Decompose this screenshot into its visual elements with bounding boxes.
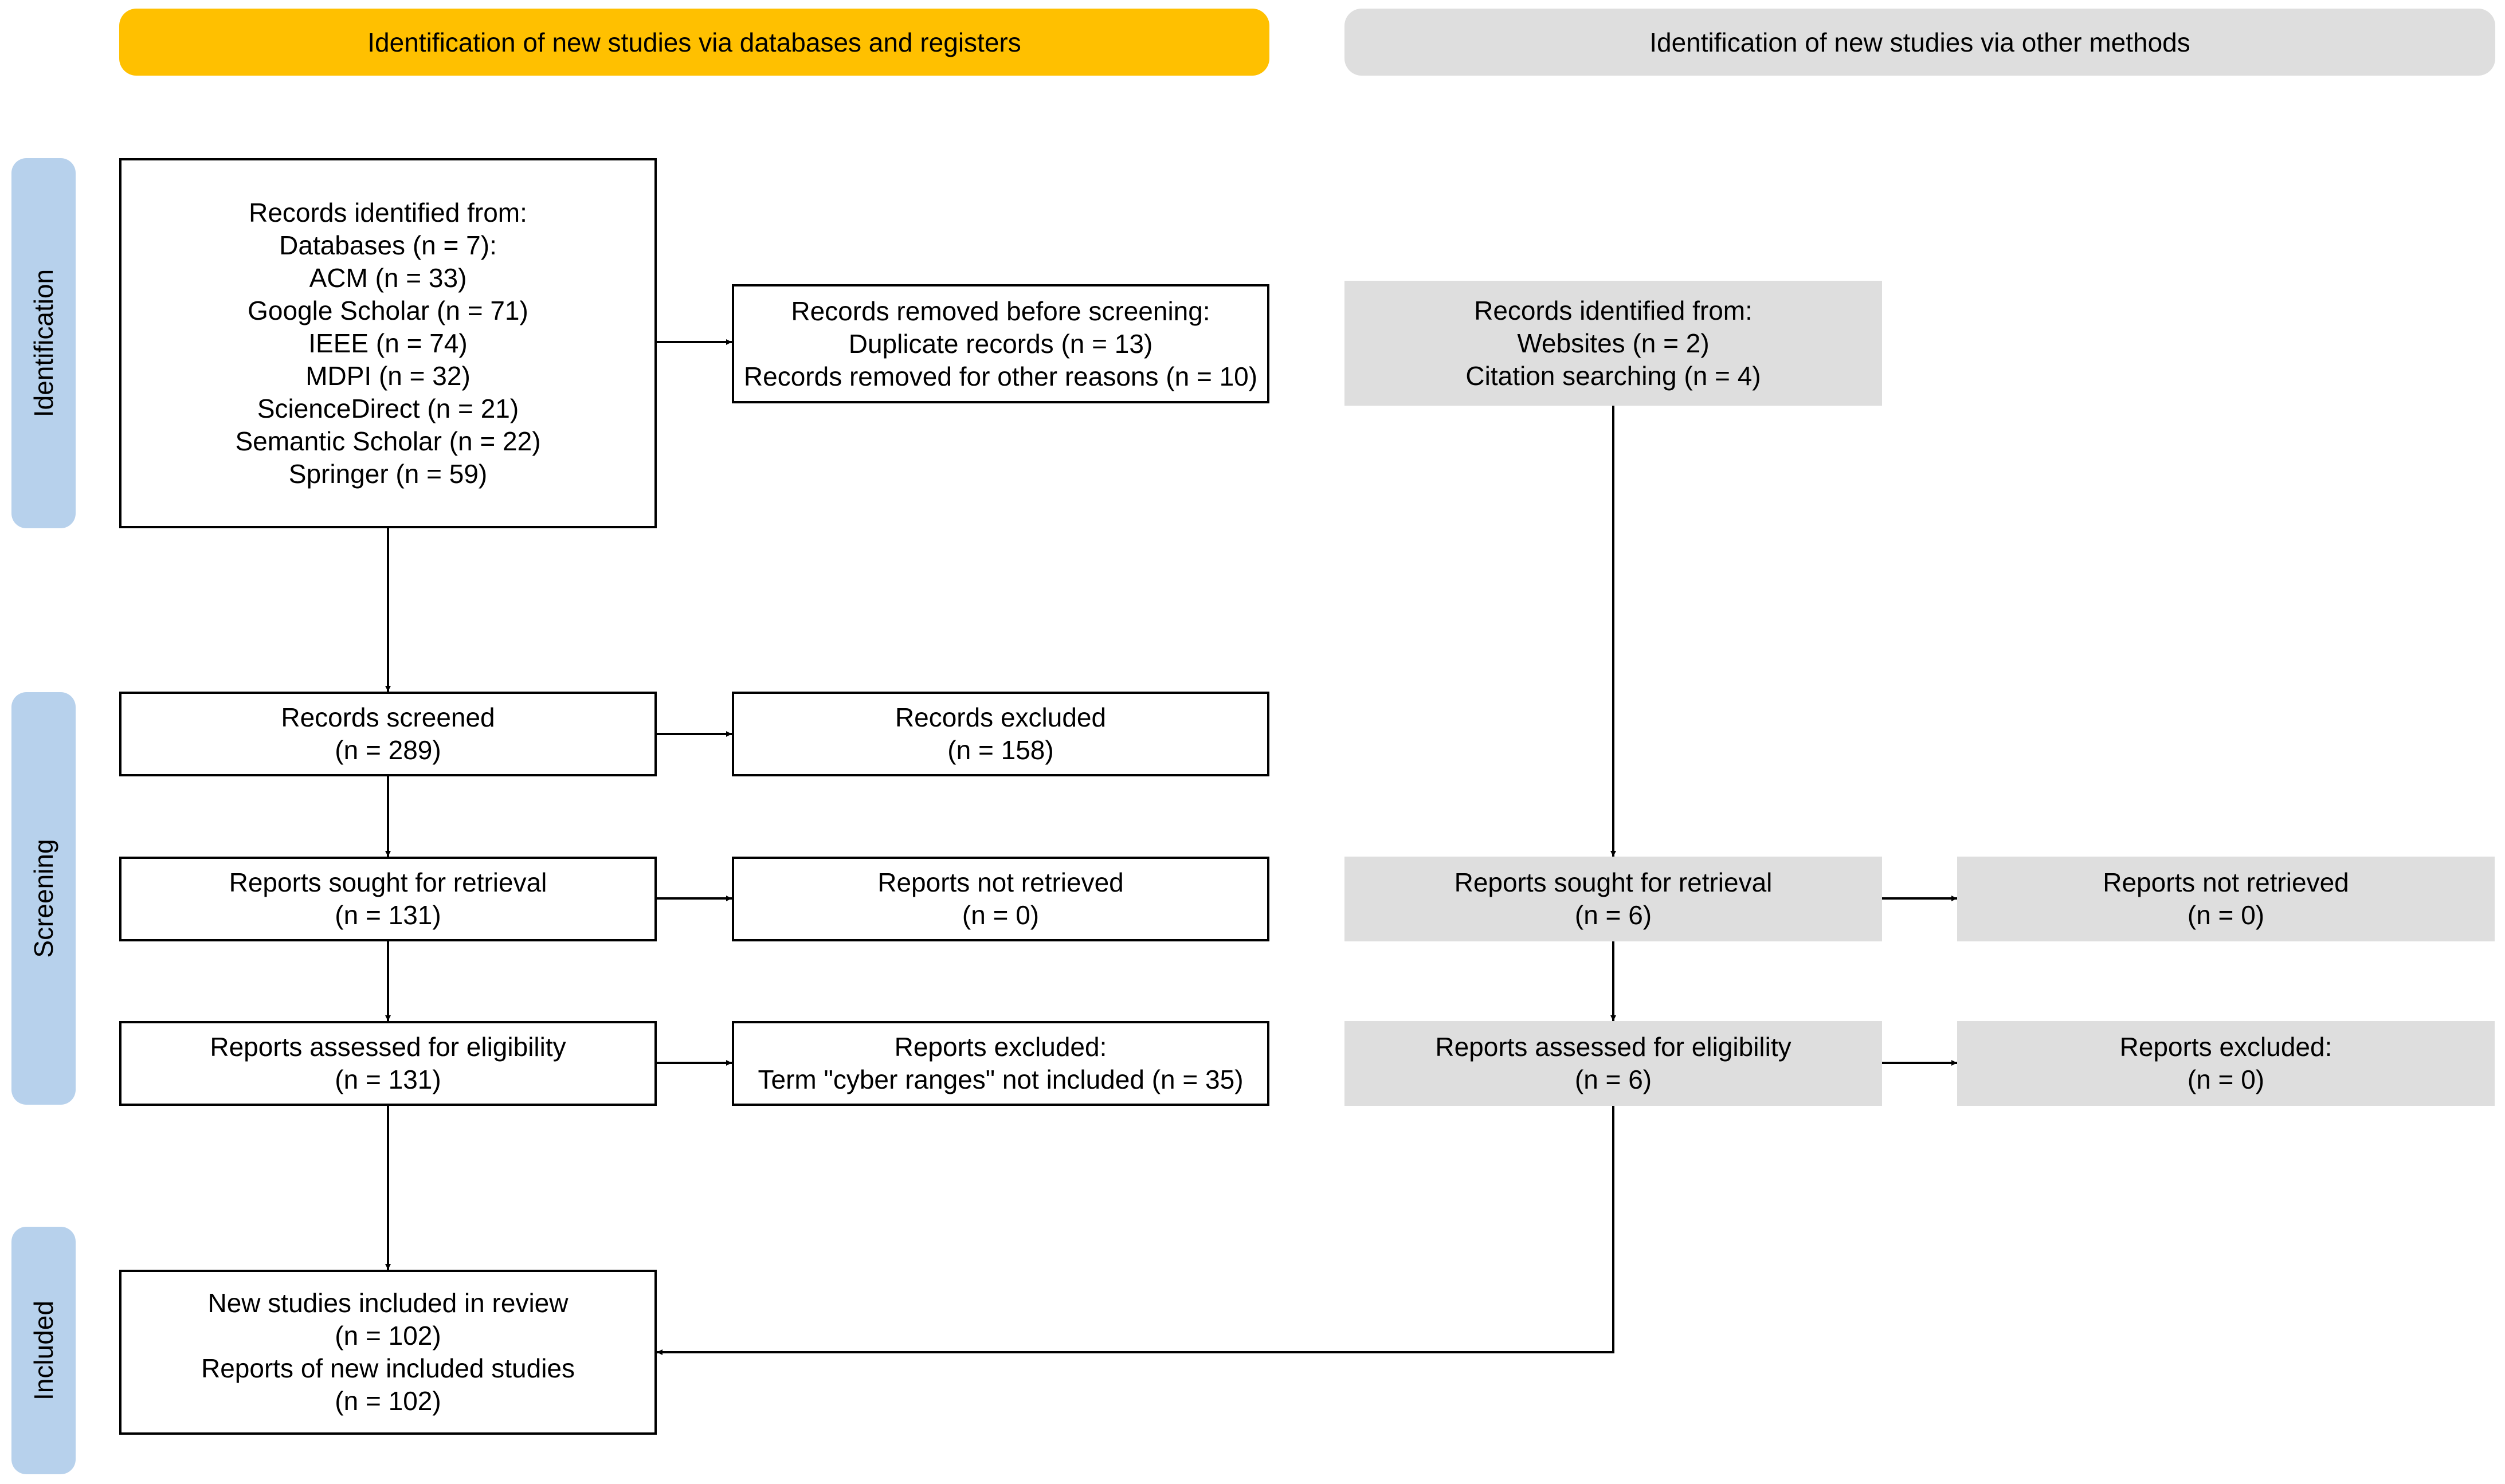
box-text-line: (n = 102) <box>335 1321 441 1350</box>
records-screened-box: Records screened(n = 289) <box>119 692 657 776</box>
box-text-line: Reports not retrieved <box>2103 867 2349 897</box>
box-text-line: Reports of new included studies <box>201 1353 575 1383</box>
box-text-line: Springer (n = 59) <box>288 458 488 489</box>
reports-sought-box: Reports sought for retrieval(n = 131) <box>119 857 657 941</box>
box-text-line: Duplicate records (n = 13) <box>848 328 1153 359</box>
box-text-line: Reports assessed for eligibility <box>1435 1032 1791 1062</box>
reports-not-retrieved-box: Reports not retrieved(n = 0) <box>732 857 1269 941</box>
other-methods-header-label: Identification of new studies via other … <box>1649 27 2190 57</box>
databases-header: Identification of new studies via databa… <box>119 9 1269 76</box>
phase-included: Included <box>11 1227 76 1474</box>
other-reports-sought-box: Reports sought for retrieval(n = 6) <box>1344 857 1882 941</box>
databases-header-label: Identification of new studies via databa… <box>367 27 1021 57</box>
box-text-line: Reports excluded: <box>2119 1032 2332 1062</box>
box-text-line: (n = 0) <box>962 900 1040 930</box>
box-text-line: (n = 0) <box>2187 1065 2265 1094</box>
box-text-line: Reports assessed for eligibility <box>210 1032 566 1062</box>
box-text-line: Citation searching (n = 4) <box>1465 360 1761 391</box>
studies-included-box: New studies included in review(n = 102)R… <box>119 1270 657 1435</box>
reports-excluded-box: Reports excluded: Term "cyber ranges" not… <box>732 1021 1269 1106</box>
box-text-line: (n = 131) <box>335 900 441 930</box>
box-text-line: Records removed before screening: <box>791 296 1210 326</box>
box-text-line: Reports excluded: <box>894 1032 1107 1062</box>
box-text-line: ScienceDirect (n = 21) <box>257 393 519 423</box>
box-text-line: Reports sought for retrieval <box>229 867 547 897</box>
box-text-line: Records removed for other reasons (n = 1… <box>743 361 1258 391</box>
box-text-line: Records screened <box>281 702 495 732</box>
box-text-line: ACM (n = 33) <box>309 262 467 293</box>
box-text-line: Databases (n = 7): <box>279 230 497 260</box>
box-text-line: Semantic Scholar (n = 22) <box>235 426 541 456</box>
box-text-line: Google Scholar (n = 71) <box>248 295 528 325</box>
records-excluded-box: Records excluded(n = 158) <box>732 692 1269 776</box>
other-reports-not-retrieved-box: Reports not retrieved(n = 0) <box>1957 857 2495 941</box>
box-text-line: Term "cyber ranges" not included (n = 35… <box>758 1065 1244 1094</box>
box-text-line: Records excluded <box>895 702 1107 732</box>
records-identified-box: Records identified from:Databases (n = 7… <box>119 158 657 528</box>
other-reports-excluded-box: Reports excluded: (n = 0) <box>1957 1021 2495 1106</box>
box-text-line: (n = 158) <box>947 735 1054 765</box>
other-methods-header: Identification of new studies via other … <box>1344 9 2495 76</box>
box-text-line: MDPI (n = 32) <box>305 360 471 391</box>
box-text-line: (n = 131) <box>335 1065 441 1094</box>
phase-screening: Screening <box>11 692 76 1105</box>
reports-assessed-box: Reports assessed for eligibility (n = 131… <box>119 1021 657 1106</box>
box-text-line: (n = 6) <box>1574 900 1652 930</box>
other-reports-assessed-box: Reports assessed for eligibility (n = 6) <box>1344 1021 1882 1106</box>
box-text-line: (n = 289) <box>335 735 441 765</box>
phase-identification: Identification <box>11 158 76 528</box>
box-text-line: Reports sought for retrieval <box>1454 867 1773 897</box>
box-text-line: IEEE (n = 74) <box>308 328 468 358</box>
other-records-identified-box: Records identified from:Websites (n = 2)… <box>1344 281 1882 406</box>
box-text-line: Reports not retrieved <box>877 867 1124 897</box>
box-text-line: Records identified from: <box>1474 295 1753 325</box>
records-removed-box: Records removed before screening:Duplica… <box>732 284 1269 403</box>
box-text-line: (n = 0) <box>2187 900 2265 930</box>
box-text-line: (n = 102) <box>335 1386 441 1416</box>
box-text-line: New studies included in review <box>207 1288 569 1318</box>
arrow-other-assessed-to-included <box>657 1106 1614 1355</box>
box-text-line: Records identified from: <box>249 197 527 227</box>
box-text-line: Websites (n = 2) <box>1517 328 1710 358</box>
box-text-line: (n = 6) <box>1574 1065 1652 1094</box>
